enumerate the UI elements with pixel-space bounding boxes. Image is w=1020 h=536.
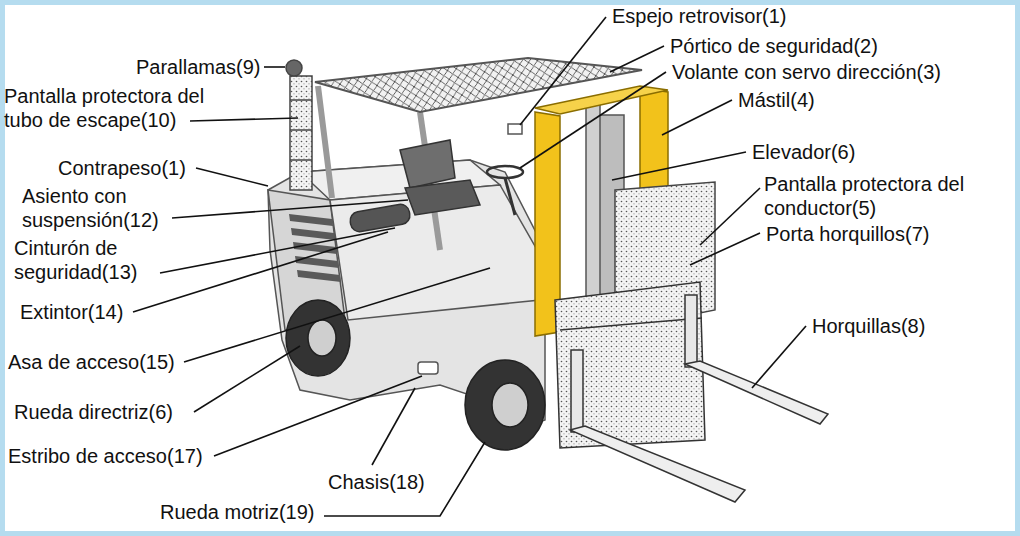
part-label: Elevador(6) — [752, 140, 855, 164]
frame — [3, 3, 1018, 534]
part-label: Espejo retrovisor(1) — [612, 4, 787, 28]
part-label: Parallamas(9) — [136, 55, 260, 79]
part-label: Chasis(18) — [328, 470, 425, 494]
part-label: Volante con servo dirección(3) — [672, 60, 941, 84]
part-label: Horquillas(8) — [812, 314, 925, 338]
fork-carriage — [555, 282, 828, 502]
part-label: Extintor(14) — [20, 300, 123, 324]
forklift-body — [268, 160, 545, 440]
part-label: Contrapeso(1) — [58, 156, 186, 180]
exhaust-pipe — [286, 60, 312, 190]
part-label: Cinturón de seguridad(13) — [14, 236, 156, 284]
part-label: Mástil(4) — [738, 88, 815, 112]
part-label: Pantalla protectora del conductor(5) — [764, 172, 1014, 220]
part-label: Asa de acceso(15) — [8, 350, 175, 374]
part-label: Pantalla protectora del tubo de escape(1… — [4, 84, 216, 132]
wheels — [286, 300, 545, 450]
part-label: Pórtico de seguridad(2) — [670, 34, 878, 58]
part-label: Estribo de acceso(17) — [8, 444, 203, 468]
leader-lines — [133, 17, 806, 516]
part-label: Rueda directriz(6) — [14, 400, 173, 424]
cab-parts — [349, 140, 523, 233]
part-label: Rueda motriz(19) — [160, 500, 315, 524]
part-label: Asiento con suspensión(12) — [22, 184, 172, 232]
part-label: Porta horquillos(7) — [766, 222, 929, 246]
